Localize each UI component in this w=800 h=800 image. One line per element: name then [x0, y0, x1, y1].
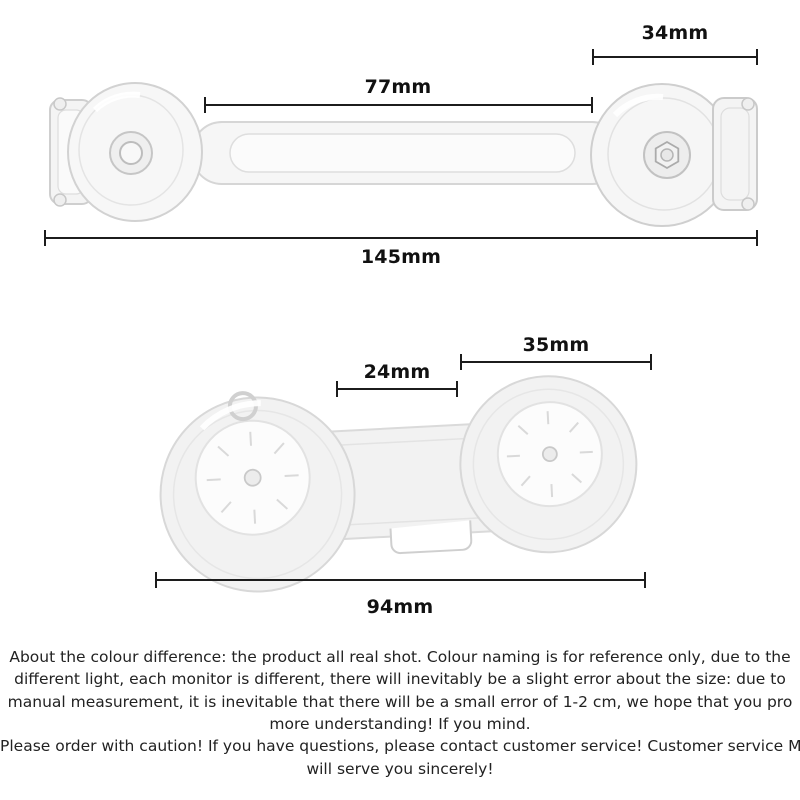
dim-line-24mm [336, 381, 458, 397]
disclaimer-line: Please order with caution! If you have q… [0, 737, 800, 756]
dimension-lines [44, 49, 758, 588]
disclaimer-line: will serve you sincerely! [306, 759, 494, 778]
dim-label-145mm: 145mm [360, 246, 442, 268]
dim-label-35mm: 35mm [522, 334, 590, 356]
left-disc-spokes [206, 431, 299, 524]
dim-line-94mm [155, 572, 646, 588]
dim-label-94mm: 94mm [366, 596, 434, 618]
disclaimer-line: more understanding! If you mind. [269, 714, 531, 733]
disclaimer-text: About the colour difference: the product… [0, 646, 800, 780]
disclaimer-line: About the colour difference: the product… [9, 648, 791, 666]
top-product-photo [49, 82, 758, 227]
dim-label-77mm: 77mm [364, 76, 432, 98]
disclaimer-line: manual measurement, it is inevitable tha… [7, 692, 793, 711]
right-disc-spokes [506, 411, 593, 498]
disclaimer-line: different light, each monitor is differe… [14, 670, 786, 689]
dim-label-34mm: 34mm [641, 22, 709, 44]
dim-label-24mm: 24mm [363, 361, 431, 383]
dim-line-35mm [460, 354, 652, 370]
dim-line-34mm [592, 49, 758, 65]
bottom-product-photo [159, 375, 638, 593]
dim-line-77mm [204, 97, 593, 113]
dim-line-145mm [44, 230, 758, 246]
